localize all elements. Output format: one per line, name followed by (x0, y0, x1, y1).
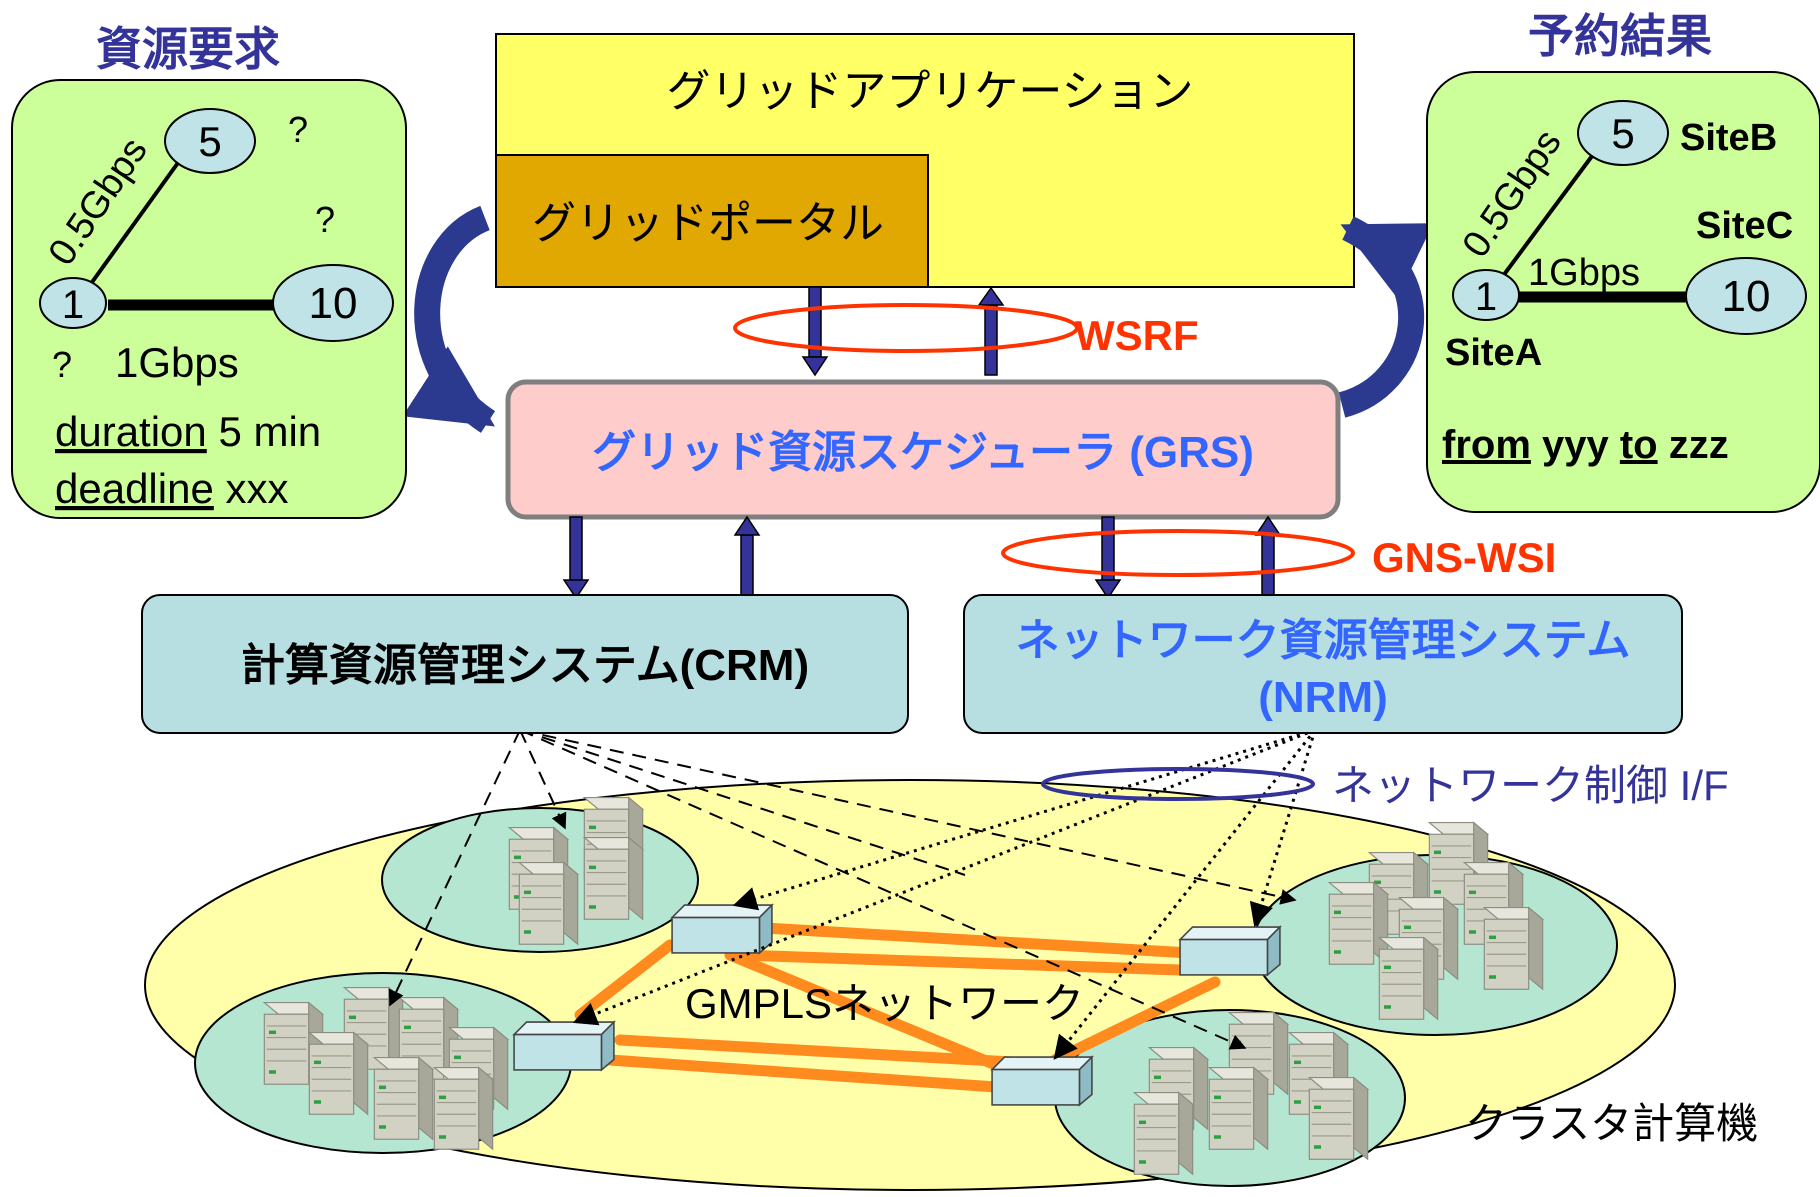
portal-label: グリッドポータル (532, 199, 884, 248)
net-if-label: ネットワーク制御 I/F (1332, 762, 1729, 809)
curved-arrow-left (402, 205, 496, 433)
from-value: yyy (1531, 423, 1620, 467)
result-title: 予約結果 (1528, 10, 1712, 62)
gmpls-label: GMPLSネットワーク (685, 980, 1084, 1027)
from-key: from (1442, 423, 1531, 467)
question-mark: ? (315, 199, 335, 240)
result-node-b (1577, 100, 1669, 166)
question-mark: ? (52, 344, 72, 385)
duration-line: duration 5 min (55, 408, 321, 455)
deadline-key: deadline (55, 465, 214, 512)
to-key: to (1620, 423, 1658, 467)
site-c-label: SiteC (1696, 205, 1793, 247)
to-value: zzz (1658, 423, 1729, 467)
deadline-value: xxx (214, 465, 289, 512)
grs-label: グリッド資源スケジューラ (GRS) (592, 428, 1254, 477)
gns-wsi-ellipse (1001, 529, 1355, 577)
network-if-ellipse (1041, 767, 1315, 801)
request-node-a-label: 1 (62, 283, 84, 327)
result-node-c (1685, 257, 1807, 335)
application-label: グリッドアプリケーション (666, 67, 1193, 116)
request-node-c-label: 10 (309, 279, 358, 328)
period-line: from yyy to zzz (1442, 423, 1729, 467)
request-link-ab (88, 158, 182, 287)
request-node-a (39, 277, 107, 329)
result-node-a (1452, 269, 1520, 321)
question-mark: ? (288, 109, 308, 150)
result-node-b-label: 5 (1611, 110, 1634, 157)
nrm-label-line1: ネットワーク資源管理システム (1016, 616, 1631, 665)
result-link-ac-label: 1Gbps (1528, 252, 1640, 294)
nrm-label-line2: (NRM) (1258, 673, 1388, 722)
wsrf-ellipse (733, 303, 1079, 353)
site-a-label: SiteA (1445, 332, 1542, 374)
result-link-ab (1498, 150, 1597, 282)
request-panel (11, 79, 407, 519)
duration-value: 5 min (207, 408, 321, 455)
crm-control-lines (388, 729, 1297, 1050)
request-node-b (164, 108, 256, 174)
curved-arrow-right (1338, 216, 1434, 418)
request-title: 資源要求 (96, 23, 280, 75)
grs-box (505, 379, 1341, 520)
request-node-c (272, 264, 394, 342)
crm-label: 計算資源管理システム(CRM) (241, 641, 809, 690)
site-b-label: SiteB (1680, 117, 1777, 159)
portal-box (495, 154, 929, 288)
wsrf-label: WSRF (1075, 312, 1199, 359)
nrm-control-lines (572, 728, 1317, 1060)
nrm-box (963, 594, 1683, 734)
crm-box (141, 594, 909, 734)
wsrf-arrows (801, 286, 1005, 377)
deadline-line: deadline xxx (55, 465, 288, 512)
request-link-ac-label: 1Gbps (115, 339, 239, 386)
gns-wsi-label: GNS-WSI (1372, 534, 1556, 581)
request-node-b-label: 5 (198, 118, 221, 165)
result-node-a-label: 1 (1475, 275, 1497, 319)
gmpls-links (574, 922, 1221, 1094)
result-node-c-label: 10 (1722, 272, 1771, 321)
cluster-label: クラスタ計算機 (1465, 1100, 1758, 1147)
crm-arrows (562, 515, 761, 600)
duration-key: duration (55, 408, 207, 455)
